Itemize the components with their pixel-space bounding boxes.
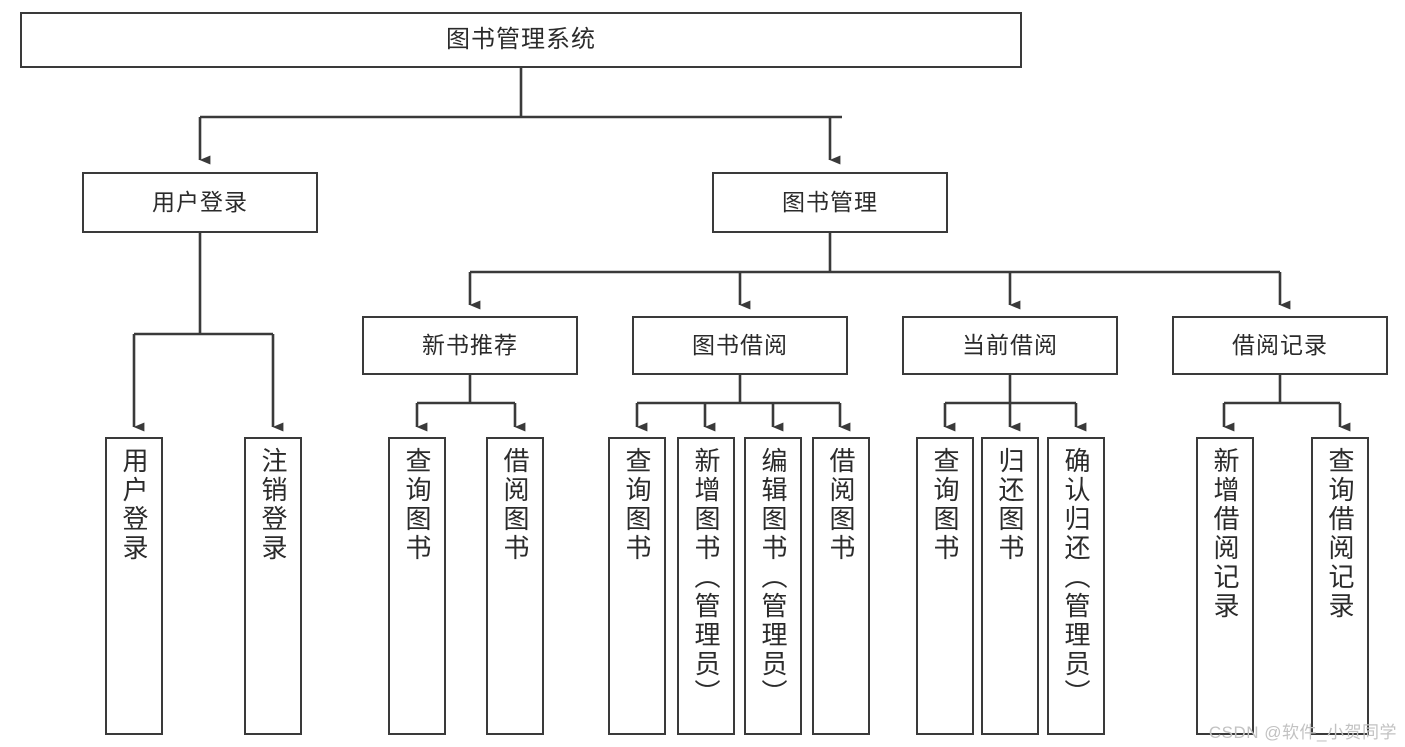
node-label: 借阅记录 — [1232, 331, 1328, 358]
node-book-manage[interactable]: 图书管理 — [712, 172, 948, 233]
leaf-logout[interactable]: 注销登录 — [244, 437, 302, 735]
node-label: 图书借阅 — [692, 331, 788, 358]
node-label: 查询图书 — [930, 447, 960, 563]
leaf-confirm-return[interactable]: 确认归还（管理员） — [1047, 437, 1105, 735]
node-new-book-recommend[interactable]: 新书推荐 — [362, 316, 578, 375]
node-label: 新增借阅记录 — [1210, 447, 1240, 621]
node-book-borrow[interactable]: 图书借阅 — [632, 316, 848, 375]
leaf-user-login[interactable]: 用户登录 — [105, 437, 163, 735]
leaf-return-book[interactable]: 归还图书 — [981, 437, 1039, 735]
leaf-query-record[interactable]: 查询借阅记录 — [1311, 437, 1369, 735]
node-root-book-management-system[interactable]: 图书管理系统 — [20, 12, 1022, 68]
node-label: 用户登录 — [152, 188, 248, 215]
node-borrow-record[interactable]: 借阅记录 — [1172, 316, 1388, 375]
node-label: 查询图书 — [402, 447, 432, 563]
node-label: 图书管理 — [782, 188, 878, 215]
node-label: 图书管理系统 — [446, 25, 596, 53]
leaf-edit-book[interactable]: 编辑图书（管理员） — [744, 437, 802, 735]
leaf-query-book-2[interactable]: 查询图书 — [608, 437, 666, 735]
leaf-borrow-book-1[interactable]: 借阅图书 — [486, 437, 544, 735]
node-label: 查询借阅记录 — [1325, 447, 1355, 621]
node-label: 新增图书（管理员） — [691, 447, 721, 708]
node-label: 用户登录 — [119, 447, 149, 563]
leaf-query-book-3[interactable]: 查询图书 — [916, 437, 974, 735]
node-label: 注销登录 — [258, 447, 288, 563]
node-user-login[interactable]: 用户登录 — [82, 172, 318, 233]
leaf-add-record[interactable]: 新增借阅记录 — [1196, 437, 1254, 735]
node-label: 确认归还（管理员） — [1061, 447, 1091, 708]
node-label: 当前借阅 — [962, 331, 1058, 358]
node-label: 新书推荐 — [422, 331, 518, 358]
node-label: 查询图书 — [622, 447, 652, 563]
leaf-borrow-book-2[interactable]: 借阅图书 — [812, 437, 870, 735]
node-label: 借阅图书 — [500, 447, 530, 563]
leaf-add-book[interactable]: 新增图书（管理员） — [677, 437, 735, 735]
node-label: 归还图书 — [995, 447, 1025, 563]
node-current-borrow[interactable]: 当前借阅 — [902, 316, 1118, 375]
node-label: 借阅图书 — [826, 447, 856, 563]
node-label: 编辑图书（管理员） — [758, 447, 788, 708]
leaf-query-book-1[interactable]: 查询图书 — [388, 437, 446, 735]
